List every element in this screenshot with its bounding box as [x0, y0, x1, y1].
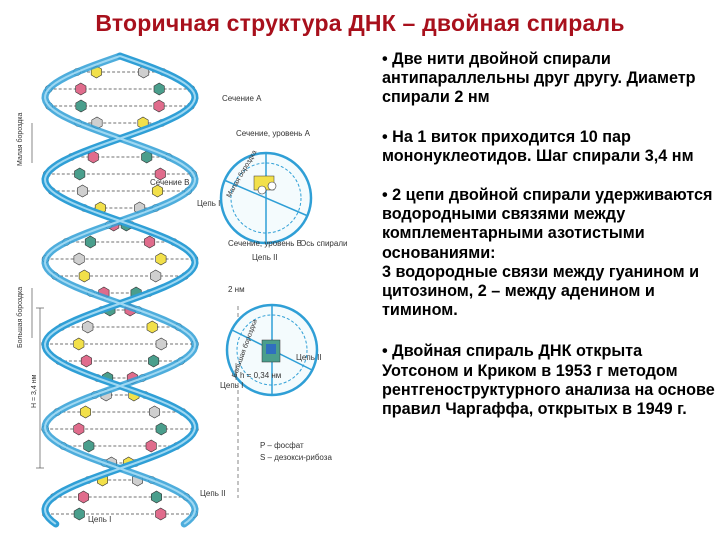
bullet-list: • Две нити двойной спирали антипараллель… [382, 50, 716, 439]
nucleotide-base [152, 184, 163, 198]
nucleotide-base [83, 439, 95, 453]
nucleotide-base [77, 184, 88, 198]
nucleotide-base [73, 337, 85, 351]
nucleotide-base [155, 337, 167, 351]
legend-deoxyribose: S – дезокси-рибоза [260, 453, 332, 462]
nucleotide-base [141, 150, 153, 164]
nucleotide-base [87, 150, 99, 164]
label-chain-2-top: Цепь II [252, 253, 278, 262]
label-chain-2-mid: Цепь II [296, 353, 322, 362]
label-diameter: 2 нм [228, 285, 245, 294]
nucleotide-base [74, 167, 86, 181]
cross-section-a [219, 151, 313, 245]
nucleotide-base [80, 405, 91, 419]
label-chain-1-bottom: Цепь I [88, 515, 111, 524]
legend-phosphate: P – фосфат [260, 441, 304, 450]
nucleotide-base [150, 269, 162, 283]
label-section-level-a: Сечение, уровень А [236, 129, 311, 138]
strand-chain-2 [41, 52, 199, 528]
label-major-groove: Большая бороздка [16, 287, 24, 348]
nucleotide-base [149, 405, 160, 419]
bullet-helix-pitch: • На 1 виток приходится 10 пар мононукле… [382, 127, 694, 165]
label-section-a: Сечение А [222, 94, 262, 103]
nucleotide-base [148, 354, 160, 368]
nucleotide-base [154, 167, 166, 181]
nucleotide-base [82, 320, 94, 334]
nucleotide-base [73, 507, 85, 521]
nucleotide-base [75, 82, 87, 96]
label-minor-groove: Малая бороздка [16, 113, 24, 166]
nucleotide-base [155, 422, 167, 436]
dna-double-helix-figure: Сечение А Сечение, уровень А Сечение В С… [0, 48, 370, 540]
nucleotide-base [153, 82, 165, 96]
nucleotide-base [80, 354, 92, 368]
nucleotide-base [145, 439, 157, 453]
bullet-hydrogen-bonds: • 2 цепи двойной спирали удерживаются во… [382, 186, 713, 320]
nucleotide-base [78, 490, 89, 504]
nucleotide-base [75, 99, 87, 113]
label-section-b: Сечение В [150, 178, 189, 187]
label-chain-1-mid: Цепь I [220, 381, 243, 390]
strand-chain-1 [41, 52, 199, 528]
nucleotide-base [153, 99, 165, 113]
label-rise: h = 0,34 нм [240, 371, 281, 380]
nucleotide-base [73, 252, 85, 266]
nucleotide-base [73, 422, 85, 436]
nucleotide-base [155, 252, 167, 266]
label-section-level-b: Сечение, уровень В [228, 239, 302, 248]
label-chain-2-bottom: Цепь II [200, 489, 226, 498]
bullet-discovery: • Двойная спираль ДНК открыта Уотсоном и… [382, 342, 715, 419]
nucleotide-base [155, 507, 167, 521]
nucleotide-base [146, 320, 158, 334]
label-axis: Ось спирали [300, 239, 347, 248]
nucleotide-base [151, 490, 162, 504]
label-chain-1-top: Цепь I [197, 199, 220, 208]
slide-title: Вторичная структура ДНК – двойная спирал… [95, 10, 625, 36]
cross-section-b [225, 303, 319, 397]
bullet-antiparallel: • Две нити двойной спирали антипараллель… [382, 50, 696, 107]
nucleotide-base [84, 235, 96, 249]
dna-helix-diagram: Сечение А Сечение, уровень А Сечение В С… [16, 52, 347, 528]
nucleotide-base [78, 269, 90, 283]
label-pitch: H = 3,4 нм [31, 374, 38, 408]
nucleotide-base [144, 235, 156, 249]
